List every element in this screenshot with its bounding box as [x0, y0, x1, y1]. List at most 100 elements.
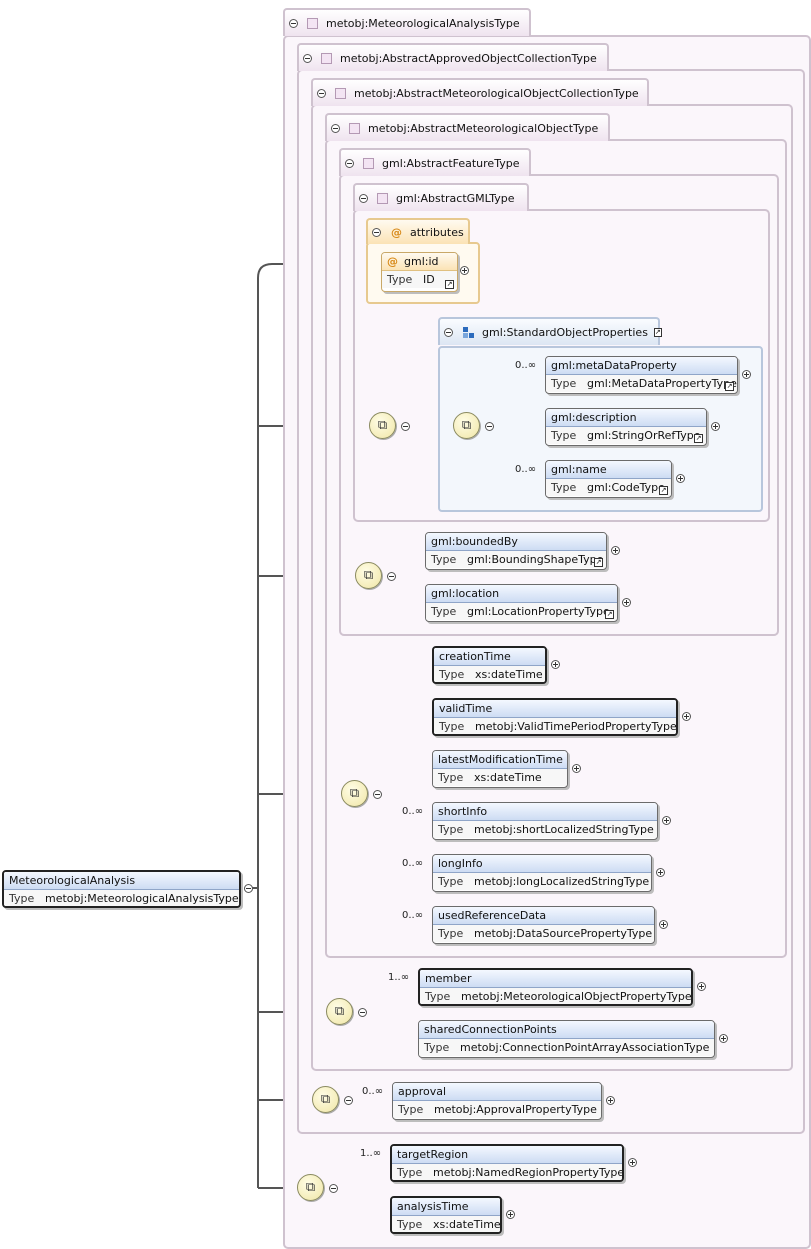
type-link-icon[interactable]: ↗	[594, 558, 603, 567]
collapse-icon[interactable]	[401, 422, 410, 431]
sequence-compositor-icon[interactable]: ⧉	[326, 998, 353, 1025]
collapse-icon[interactable]	[331, 123, 340, 133]
sequence-compositor-icon[interactable]: ⧉	[341, 780, 368, 807]
expand-icon[interactable]	[460, 266, 469, 275]
type-link-icon[interactable]: ↗	[659, 486, 668, 495]
collapse-icon[interactable]	[329, 1184, 338, 1193]
element-name: longInfo	[433, 855, 651, 873]
type-tab-abstract-feature[interactable]: gml:AbstractFeatureType	[339, 148, 531, 176]
type-tab-meteorological-analysis[interactable]: metobj:MeteorologicalAnalysisType	[283, 8, 531, 36]
expand-icon[interactable]	[611, 546, 620, 555]
expand-icon[interactable]	[742, 370, 751, 379]
type-label: Type	[387, 273, 413, 286]
complex-type-icon	[377, 192, 388, 204]
type-name: metobj:AbstractApprovedObjectCollectionT…	[340, 51, 597, 65]
element-name: analysisTime	[392, 1198, 500, 1216]
sequence-compositor-icon[interactable]: ⧉	[312, 1086, 339, 1113]
expand-icon[interactable]	[662, 816, 671, 825]
type-value: gml:CodeType	[587, 481, 665, 494]
type-link-icon[interactable]: ↗	[605, 610, 614, 619]
element-name: validTime	[434, 700, 676, 718]
type-label: Type	[438, 823, 464, 836]
type-value: metobj:MeteorologicalObjectPropertyType	[461, 990, 692, 1003]
collapse-icon[interactable]	[303, 53, 312, 63]
expand-icon[interactable]	[622, 598, 631, 607]
sequence-compositor-icon[interactable]: ⧉	[453, 412, 480, 439]
element-name: gml:location	[426, 585, 617, 603]
expand-icon[interactable]	[572, 764, 581, 773]
sequence-compositor-icon[interactable]: ⧉	[355, 562, 382, 589]
type-value: gml:BoundingShapeType	[467, 553, 604, 566]
type-name: gml:AbstractFeatureType	[382, 156, 520, 170]
element-name: gml:description	[546, 409, 706, 427]
collapse-icon[interactable]	[344, 1096, 353, 1105]
collapse-icon[interactable]	[244, 884, 253, 893]
cardinality-label: 0..∞	[402, 858, 424, 869]
type-label: Type	[439, 720, 465, 733]
expand-icon[interactable]	[682, 712, 691, 721]
type-tab-abstract-gml[interactable]: gml:AbstractGMLType	[353, 183, 529, 211]
group-tab-standard-object-properties[interactable]: gml:StandardObjectProperties ↗	[438, 317, 662, 345]
cardinality-label: 0..∞	[515, 360, 537, 371]
expand-icon[interactable]	[659, 920, 668, 929]
element-name: shortInfo	[433, 803, 657, 821]
type-link-icon[interactable]: ↗	[653, 327, 662, 337]
type-label: Type	[397, 1166, 423, 1179]
sequence-compositor-icon[interactable]: ⧉	[369, 412, 396, 439]
expand-icon[interactable]	[551, 660, 560, 669]
expand-icon[interactable]	[606, 1096, 615, 1105]
expand-icon[interactable]	[719, 1034, 728, 1043]
collapse-icon[interactable]	[358, 1008, 367, 1017]
element-name: targetRegion	[392, 1146, 622, 1164]
type-value: xs:dateTime	[433, 1218, 501, 1231]
type-link-icon[interactable]: ↗	[694, 434, 703, 443]
element-name: latestModificationTime	[433, 751, 567, 769]
collapse-icon[interactable]	[444, 327, 453, 337]
expand-icon[interactable]	[711, 422, 720, 431]
collapse-icon[interactable]	[372, 227, 381, 237]
collapse-icon[interactable]	[289, 18, 298, 28]
collapse-icon[interactable]	[359, 193, 368, 203]
expand-icon[interactable]	[506, 1210, 515, 1219]
collapse-icon[interactable]	[373, 790, 382, 799]
complex-type-icon	[307, 17, 318, 29]
type-link-icon[interactable]: ↗	[445, 280, 454, 289]
attributes-tab[interactable]: @attributes	[366, 218, 470, 244]
expand-icon[interactable]	[628, 1158, 637, 1167]
type-name: metobj:AbstractMeteorologicalObjectType	[368, 121, 599, 135]
collapse-icon[interactable]	[317, 88, 326, 98]
type-link-icon[interactable]: ↗	[725, 382, 734, 391]
collapse-icon[interactable]	[345, 158, 354, 168]
expand-icon[interactable]	[656, 868, 665, 877]
type-tab-approved-collection[interactable]: metobj:AbstractApprovedObjectCollectionT…	[297, 43, 609, 71]
expand-icon[interactable]	[676, 474, 685, 483]
type-tab-meteorological-object[interactable]: metobj:AbstractMeteorologicalObjectType	[325, 113, 610, 141]
collapse-icon[interactable]	[485, 422, 494, 431]
expand-icon[interactable]	[697, 982, 706, 991]
type-label: Type	[425, 990, 451, 1003]
collapse-icon[interactable]	[387, 572, 396, 581]
element-name: gml:metaDataProperty	[546, 357, 737, 375]
type-label: Type	[398, 1103, 424, 1116]
sequence-compositor-icon[interactable]: ⧉	[297, 1174, 324, 1201]
type-value: metobj:ValidTimePeriodPropertyType	[475, 720, 677, 733]
type-tab-meteorological-collection[interactable]: metobj:AbstractMeteorologicalObjectColle…	[311, 78, 649, 106]
